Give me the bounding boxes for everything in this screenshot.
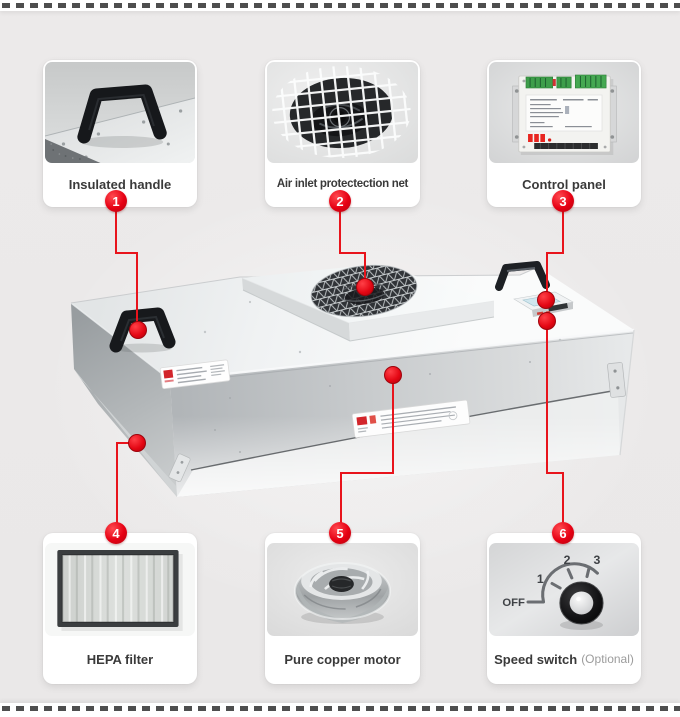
unit-left-face — [71, 303, 177, 497]
control-board-photo — [489, 62, 639, 163]
motor-impeller-photo — [267, 543, 418, 636]
top-front-fold-shadow — [171, 332, 634, 384]
callout-dot-5 — [384, 366, 402, 384]
callout-badge-5: 5 — [329, 522, 351, 544]
callout-dot-2 — [356, 278, 374, 296]
callout-card-insulated-handle: Insulated handle — [43, 60, 197, 207]
callout-line-3 — [546, 206, 564, 300]
torn-edge-top — [0, 0, 680, 11]
sheet-screws — [61, 109, 183, 159]
callout-dot-4 — [128, 434, 146, 452]
right-edge — [619, 329, 635, 456]
corner-bracket-right — [607, 362, 626, 398]
handle-photo — [45, 62, 195, 163]
unit-left-filter-edge — [74, 369, 177, 497]
card-label: HEPA filter — [86, 651, 154, 667]
top-front-fold-highlight — [169, 328, 635, 382]
speed-knob-photo: OFF 1 2 3 — [489, 543, 639, 636]
card-label: Pure copper motor — [284, 651, 401, 667]
callout-line-6 — [546, 321, 564, 526]
corner-bracket-left — [168, 453, 191, 483]
callout-badge-3: 3 — [552, 190, 574, 212]
card-label: Control panel — [522, 176, 606, 192]
callout-badge-1: 1 — [105, 190, 127, 212]
granite-corner — [45, 139, 101, 163]
knob-icon — [559, 581, 604, 625]
callout-badge-6: 6 — [552, 522, 574, 544]
filter-media — [62, 555, 174, 622]
dashed-border-bottom — [2, 706, 680, 711]
callout-line-5 — [340, 375, 394, 526]
callout-dots — [128, 278, 556, 452]
inlet-panel-left-side — [242, 278, 350, 341]
callout-badge-4: 4 — [105, 522, 127, 544]
inlet-net-photo — [267, 62, 418, 163]
callout-card-hepa-filter: HEPA filter — [43, 533, 197, 684]
inlet-panel-right-side — [349, 301, 494, 341]
wire-grid — [272, 66, 411, 158]
callout-line-2 — [339, 206, 366, 287]
callout-lines — [115, 206, 564, 526]
callout-line-4 — [116, 442, 137, 526]
terminal-blocks — [525, 74, 607, 89]
impeller-icon — [293, 562, 392, 623]
led-digits — [528, 134, 552, 142]
callout-dot-3 — [537, 291, 555, 309]
handle-icon — [77, 84, 167, 144]
card-label: Insulated handle — [68, 176, 172, 192]
speed-scale — [526, 562, 599, 604]
dashed-border-top — [2, 3, 680, 8]
rear-handle-icon — [495, 261, 550, 291]
spec-sticker-center — [351, 399, 471, 438]
control-box-slot — [548, 303, 568, 312]
knob-position-1: 1 — [537, 572, 544, 586]
callout-line-1 — [115, 206, 138, 330]
knob-position-3: 3 — [593, 553, 600, 567]
rivets — [203, 300, 562, 354]
card-label: Air inlet protectection net — [276, 178, 409, 190]
spec-sticker-left — [159, 359, 231, 390]
callout-card-pure-copper-motor: Pure copper motor — [265, 533, 420, 684]
callout-dot-6 — [538, 312, 556, 330]
callout-badge-2: 2 — [329, 190, 351, 212]
top-handle-icon — [109, 307, 176, 353]
callout-card-speed-switch: OFF 1 2 3 Speed switch(Optional) — [487, 533, 641, 684]
front-rivets — [214, 361, 531, 453]
callout-card-control-panel: Control panel — [487, 60, 641, 207]
callout-card-air-inlet-net: Air inlet protectection net — [265, 60, 420, 207]
card-label: Speed switch(Optional) — [494, 651, 634, 667]
knob-position-2: 2 — [564, 553, 571, 567]
torn-edge-bottom — [0, 703, 680, 717]
callout-dot-1 — [129, 321, 147, 339]
knob-position-off: OFF — [502, 597, 525, 609]
hepa-filter-photo — [45, 543, 195, 636]
